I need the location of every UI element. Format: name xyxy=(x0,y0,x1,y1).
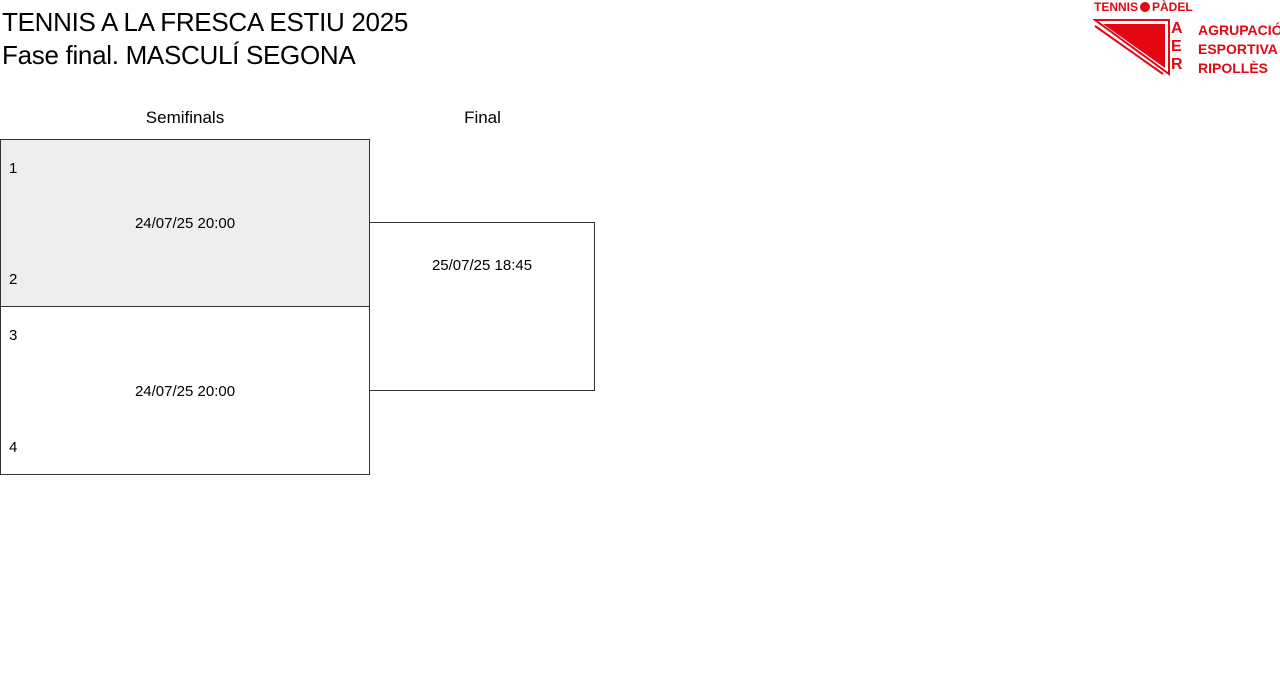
match-slot-top: 1 xyxy=(9,160,18,177)
page-title: TENNIS A LA FRESCA ESTIU 2025 xyxy=(2,7,409,37)
logo-line-agrupacio: AGRUPACIÓ xyxy=(1198,22,1280,38)
match-datetime: 24/07/25 20:00 xyxy=(134,383,236,400)
logo-letter-r: R xyxy=(1171,56,1183,73)
logo-padel-text: PÀDEL xyxy=(1152,0,1193,14)
page-header: TENNIS A LA FRESCA ESTIU 2025 Fase final… xyxy=(2,6,408,72)
round-title-semifinals: Semifinals xyxy=(145,108,225,127)
logo-letter-e: E xyxy=(1171,38,1182,55)
tennis-ball-icon xyxy=(1140,2,1151,12)
match-slot-bottom: 2 xyxy=(9,271,18,288)
logo-letter-a: A xyxy=(1171,20,1183,37)
logo-tennis-text: TENNIS xyxy=(1094,0,1139,14)
match-datetime: 25/07/25 18:45 xyxy=(431,257,533,274)
match-semifinal-2[interactable]: 3 24/07/25 20:00 4 xyxy=(0,306,370,475)
match-semifinal-1[interactable]: 1 24/07/25 20:00 2 xyxy=(0,139,370,307)
page-subtitle: Fase final. MASCULÍ SEGONA xyxy=(2,40,356,70)
match-datetime: 24/07/25 20:00 xyxy=(134,215,236,232)
match-slot-bottom: 4 xyxy=(9,439,18,456)
logo-emblem-icon xyxy=(1093,19,1170,76)
logo-line-ripolles: RIPOLLÈS xyxy=(1198,60,1269,76)
round-title-final: Final xyxy=(464,108,501,127)
logo-line-esportiva: ESPORTIVA xyxy=(1198,41,1278,57)
club-logo: TENNIS PÀDEL A E R AGRUPACIÓ ESPORTIVA RI… xyxy=(1093,0,1280,80)
logo-tennis-padel: TENNIS PÀDEL xyxy=(1094,0,1193,14)
match-final[interactable]: 25/07/25 18:45 xyxy=(369,222,595,391)
match-slot-top: 3 xyxy=(9,327,18,344)
